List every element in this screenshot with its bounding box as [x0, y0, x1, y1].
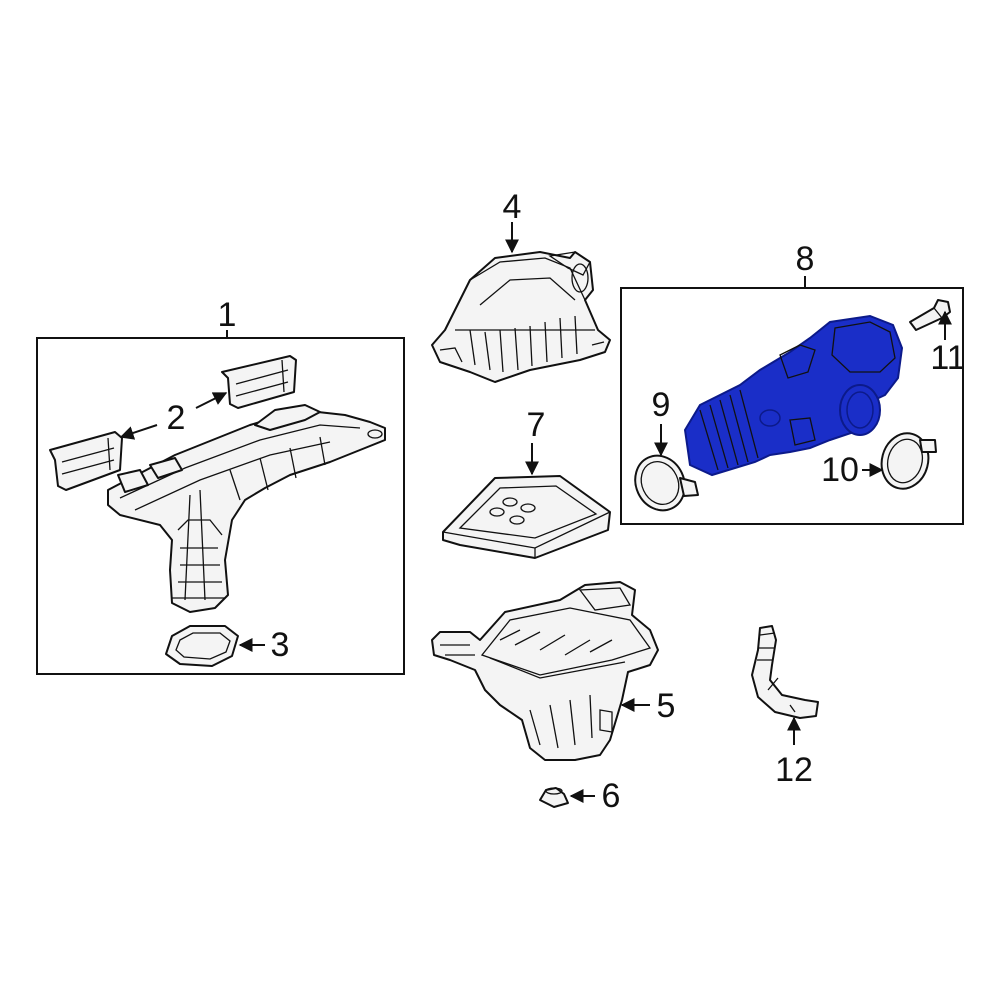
callout-5[interactable]: 5 — [657, 687, 676, 725]
callout-8[interactable]: 8 — [796, 240, 815, 278]
part-clamp-9[interactable] — [626, 447, 699, 518]
duct-body — [683, 314, 904, 477]
callout-6[interactable]: 6 — [602, 777, 621, 815]
part-air-filter[interactable] — [442, 475, 611, 559]
duct-rib-1 — [699, 409, 719, 471]
duct-rib-2 — [709, 404, 729, 469]
part-outlet-duct-highlighted[interactable] — [683, 314, 904, 477]
leader-2a — [195, 392, 228, 409]
part-bracket-upper[interactable] — [221, 355, 297, 409]
part-grommet[interactable] — [539, 787, 569, 808]
callout-7[interactable]: 7 — [527, 406, 546, 444]
callout-3[interactable]: 3 — [271, 626, 290, 664]
callout-12[interactable]: 12 — [775, 751, 813, 789]
leader-2b — [119, 424, 158, 440]
duct-lower-detail — [789, 417, 816, 446]
part-bracket-lower[interactable] — [49, 431, 123, 491]
duct-rib-4 — [729, 394, 749, 463]
callout-10[interactable]: 10 — [821, 451, 859, 489]
duct-sensor-port — [759, 409, 781, 427]
part-air-cleaner-cover[interactable] — [431, 251, 611, 383]
part-air-cleaner-housing[interactable] — [431, 581, 659, 761]
callout-4[interactable]: 4 — [503, 188, 522, 226]
duct-rib-5 — [739, 389, 759, 459]
callout-1[interactable]: 1 — [218, 296, 237, 334]
duct-mid-detail — [779, 344, 816, 379]
part-hose-12[interactable] — [751, 625, 819, 719]
group-box-1 — [36, 337, 405, 675]
part-clamp-10[interactable] — [876, 428, 937, 494]
callout-11[interactable]: 11 — [930, 339, 965, 377]
part-seal-3[interactable] — [165, 625, 239, 667]
part-intake-duct[interactable] — [107, 404, 386, 613]
group-box-8 — [620, 287, 964, 525]
duct-rib-3 — [719, 399, 739, 466]
duct-outlet-inner — [846, 391, 874, 429]
duct-upper-detail — [831, 321, 896, 373]
callout-9[interactable]: 9 — [652, 386, 671, 424]
callout-2[interactable]: 2 — [167, 399, 186, 437]
